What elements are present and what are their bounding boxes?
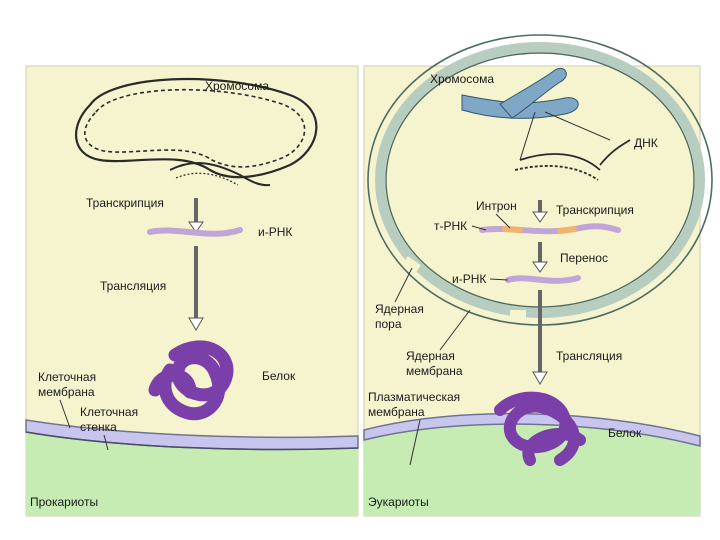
- label-eukaryote-mrna: и-РНК: [452, 272, 486, 286]
- label-eukaryote-protein: Белок: [608, 426, 642, 440]
- prokaryote-cell-wall-line: [25, 431, 359, 451]
- label-prokaryote-mrna: и-РНК: [258, 225, 292, 239]
- label-prokaryote-cell-wall-1: Клеточная: [80, 405, 138, 419]
- label-prokaryote-transcription: Транскрипция: [86, 196, 164, 210]
- label-eukaryote-t-rna: т-РНК: [434, 219, 467, 233]
- label-eukaryote-nuclear-membrane-2: мембрана: [406, 364, 463, 378]
- eukaryote-transcription-arrow: [532, 211, 548, 223]
- label-eukaryote-transcription: Транскрипция: [556, 203, 634, 217]
- label-eukaryote-translation: Трансляция: [556, 349, 622, 363]
- label-eukaryote-chromosome: Хромосома: [430, 72, 494, 86]
- label-prokaryote-title: Прокариоты: [30, 495, 98, 509]
- label-eukaryote-transfer: Перенос: [560, 251, 608, 265]
- label-eukaryote-plasma-membrane-1: Плазматическая: [368, 390, 460, 404]
- eukaryote-pre-mrna: [479, 223, 621, 235]
- prokaryote-mrna-strand: [147, 227, 243, 237]
- label-prokaryote-protein: Белок: [262, 369, 296, 383]
- label-prokaryote-translation: Трансляция: [100, 279, 166, 293]
- prokaryote-protein: [148, 340, 234, 421]
- label-eukaryote-title: Эукариоты: [368, 495, 429, 509]
- label-eukaryote-nuclear-pore-1: Ядерная: [375, 302, 424, 316]
- prokaryote-chromosome: [75, 77, 318, 187]
- eukaryote-transfer-arrow: [532, 261, 548, 273]
- label-eukaryote-nuclear-pore-2: пора: [375, 317, 402, 331]
- prokaryote-panel: Хромосома Транскрипция и-РНК Трансляция …: [25, 65, 359, 517]
- eukaryote-plasma-membrane-band: [363, 412, 701, 447]
- eukaryote-panel: Хромосома ДНК Интрон Транскрипция т-РНК …: [363, 34, 713, 517]
- eukaryote-translation-arrow: [532, 371, 548, 385]
- label-prokaryote-chromosome: Хромосома: [205, 79, 269, 93]
- eukaryote-chromosome: [461, 68, 579, 119]
- eukaryote-protein: [494, 391, 586, 466]
- label-eukaryote-plasma-membrane-2: мембрана: [368, 405, 425, 419]
- label-eukaryote-intron: Интрон: [476, 199, 517, 213]
- eukaryote-dna: [514, 139, 631, 181]
- label-eukaryote-dna: ДНК: [634, 136, 658, 150]
- eukaryote-mrna-strand: [505, 275, 581, 284]
- label-eukaryote-nuclear-membrane-1: Ядерная: [406, 349, 455, 363]
- label-prokaryote-cell-membrane-2: мембрана: [38, 385, 95, 399]
- label-prokaryote-cell-membrane-1: Клеточная: [38, 370, 96, 384]
- label-prokaryote-cell-wall-2: стенка: [80, 420, 117, 434]
